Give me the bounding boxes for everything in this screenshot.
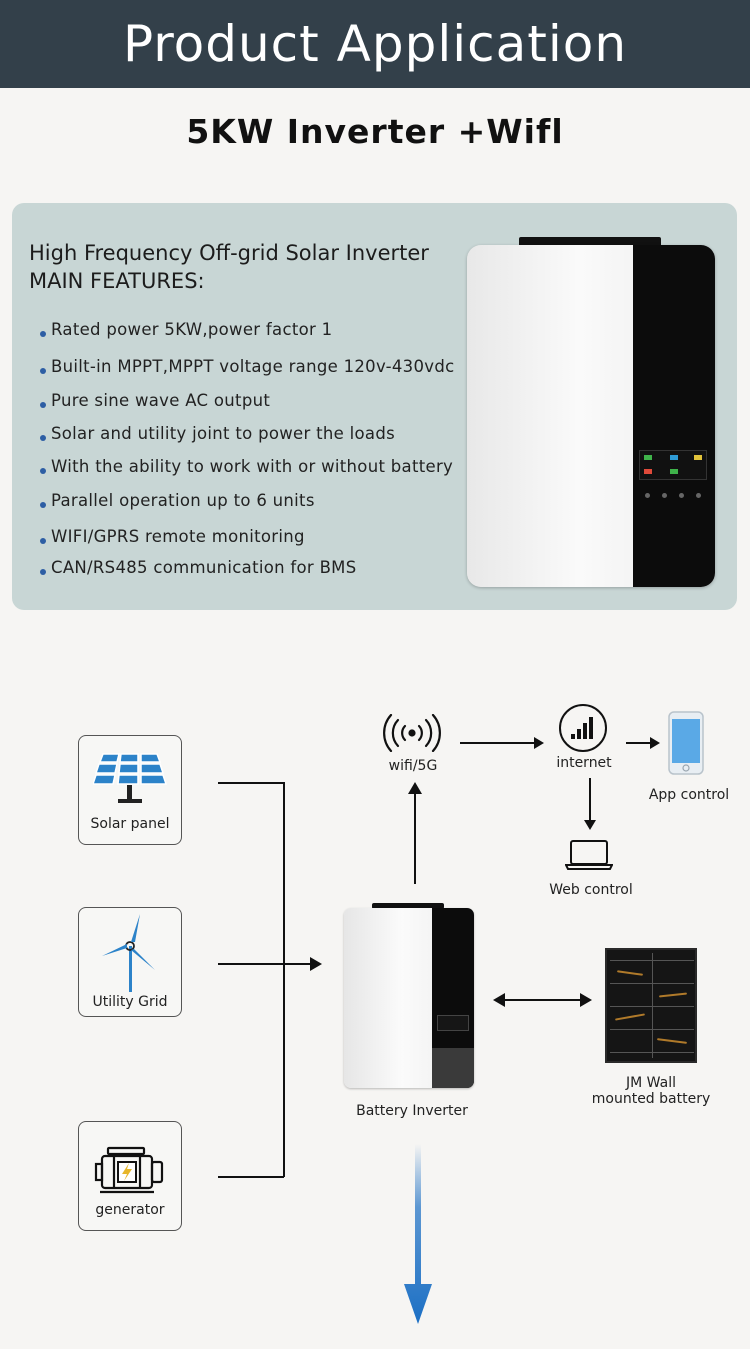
inverter-front-panel — [633, 245, 715, 587]
generator-icon — [94, 1146, 164, 1194]
internet-to-app-line — [626, 742, 652, 744]
wind-turbine-icon — [102, 914, 155, 992]
arrow-right-icon — [650, 737, 660, 749]
page-title: Product Application — [122, 15, 628, 73]
inverter-lcd-screen — [437, 1015, 469, 1031]
arrow-left-icon — [493, 993, 505, 1007]
feature-item: Pure sine wave AC output — [40, 391, 270, 410]
features-heading-line2: MAIN FEATURES: — [29, 269, 205, 293]
generator-connector-line — [218, 1176, 284, 1178]
bullet-icon — [40, 435, 46, 441]
features-heading-line1: High Frequency Off-grid Solar Inverter — [29, 241, 429, 265]
laptop-icon — [565, 840, 613, 870]
bullet-icon — [40, 331, 46, 337]
bullet-icon — [40, 402, 46, 408]
smartphone-icon — [668, 711, 704, 775]
inverter-product-image — [467, 237, 715, 587]
features-card: High Frequency Off-grid Solar Inverter M… — [12, 203, 737, 610]
battery-inverter-image — [344, 903, 474, 1088]
feature-item: Rated power 5KW,power factor 1 — [40, 320, 332, 339]
bus-vertical-line — [283, 782, 285, 1177]
battery-label-line2: mounted battery — [591, 1091, 711, 1107]
feature-item: WIFI/GPRS remote monitoring — [40, 527, 305, 546]
inverter-front-panel — [432, 908, 474, 1088]
feature-item: With the ability to work with or without… — [40, 457, 453, 476]
web-control-label: Web control — [549, 882, 633, 898]
bullet-icon — [40, 468, 46, 474]
generator-label: generator — [95, 1202, 165, 1218]
battery-label: JM Wall mounted battery — [586, 1075, 716, 1107]
arrow-right-icon — [534, 737, 544, 749]
wall-battery-image — [605, 948, 697, 1063]
inverter-to-wifi-line — [414, 792, 416, 884]
arrow-right-icon — [310, 957, 322, 971]
utility-grid-label: Utility Grid — [92, 994, 168, 1010]
features-heading: High Frequency Off-grid Solar Inverter M… — [29, 239, 429, 295]
bullet-icon — [40, 502, 46, 508]
arrow-right-icon — [580, 993, 592, 1007]
utility-grid-source: Utility Grid — [78, 907, 182, 1017]
battery-label-line1: JM Wall — [626, 1075, 676, 1091]
internet-signal-icon — [559, 704, 607, 752]
feature-item: Built-in MPPT,MPPT voltage range 120v-43… — [40, 357, 454, 376]
feature-item: Parallel operation up to 6 units — [40, 491, 315, 510]
solar-panel-label: Solar panel — [90, 816, 170, 832]
wifi-label: wifi/5G — [388, 758, 438, 774]
internet-label: internet — [556, 755, 612, 771]
wifi-to-internet-line — [460, 742, 536, 744]
inverter-lcd-screen — [639, 450, 707, 480]
feature-item: Solar and utility joint to power the loa… — [40, 424, 395, 443]
generator-source: generator — [78, 1121, 182, 1231]
inverter-battery-line — [502, 999, 582, 1001]
bullet-icon — [40, 538, 46, 544]
wifi-signal-icon — [383, 714, 441, 752]
arrow-down-icon — [584, 820, 596, 830]
output-arrow-icon — [404, 1144, 432, 1324]
product-subtitle: 5KW Inverter +Wifl — [186, 112, 564, 151]
battery-inverter-label: Battery Inverter — [356, 1103, 468, 1119]
internet-to-web-line — [589, 778, 591, 822]
header-banner: Product Application — [0, 0, 750, 88]
app-control-label: App control — [648, 787, 730, 803]
grid-connector-line — [218, 963, 314, 965]
bullet-icon — [40, 569, 46, 575]
solar-panel-icon — [93, 753, 167, 803]
arrow-up-icon — [408, 782, 422, 794]
solar-connector-line — [218, 782, 284, 784]
feature-item: CAN/RS485 communication for BMS — [40, 558, 357, 577]
solar-panel-source: Solar panel — [78, 735, 182, 845]
bullet-icon — [40, 368, 46, 374]
